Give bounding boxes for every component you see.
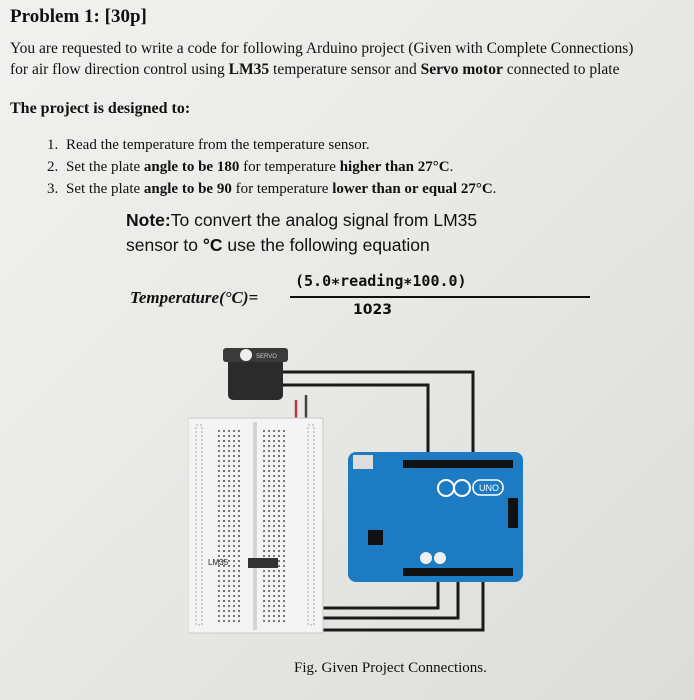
problem-intro: You are requested to write a code for fo… bbox=[10, 38, 680, 80]
intro-line1: You are requested to write a code for fo… bbox=[10, 40, 634, 57]
problem-title: Problem 1: [30p] bbox=[10, 6, 147, 27]
intro-motor: Servo motor bbox=[420, 61, 503, 78]
intro-sensor: LM35 bbox=[228, 61, 270, 78]
note-line1: To convert the analog signal from LM35 bbox=[170, 210, 478, 230]
intro-text-c: connected to plate bbox=[502, 61, 620, 78]
fraction-bar bbox=[290, 296, 590, 298]
equation-denominator: 1023 bbox=[353, 302, 392, 318]
note-unit: °C bbox=[202, 235, 223, 255]
steps-list: Read the temperature from the temperatur… bbox=[40, 134, 496, 200]
note-box: Note:To convert the analog signal from L… bbox=[126, 210, 478, 255]
connection-diagram: LM35 SERVO UNO bbox=[187, 340, 528, 645]
step-item: Read the temperature from the temperatur… bbox=[62, 134, 496, 156]
lm35-sensor: LM35 bbox=[208, 558, 278, 568]
intro-text-a: for air flow direction control using bbox=[10, 61, 229, 78]
intro-text-b: temperature sensor and bbox=[269, 61, 421, 78]
arduino-board: UNO bbox=[348, 452, 523, 582]
board-label: UNO bbox=[479, 483, 499, 493]
servo-label: SERVO bbox=[256, 354, 277, 360]
servo-motor: SERVO bbox=[223, 348, 288, 400]
equation-lhs: Temperature(°C)= bbox=[130, 288, 259, 307]
step-item: Set the plate angle to be 90 for tempera… bbox=[62, 178, 496, 200]
breadboard bbox=[187, 417, 324, 634]
designed-heading: The project is designed to: bbox=[10, 100, 191, 117]
sensor-label: LM35 bbox=[208, 558, 229, 567]
equation-numerator: (5.0∗reading∗100.0) bbox=[295, 272, 467, 290]
note-label: Note: bbox=[126, 210, 171, 230]
circuit-illustration: LM35 SERVO UNO bbox=[187, 348, 523, 634]
step-item: Set the plate angle to be 180 for temper… bbox=[62, 156, 496, 178]
figure-caption: Fig. Given Project Connections. bbox=[294, 660, 487, 676]
